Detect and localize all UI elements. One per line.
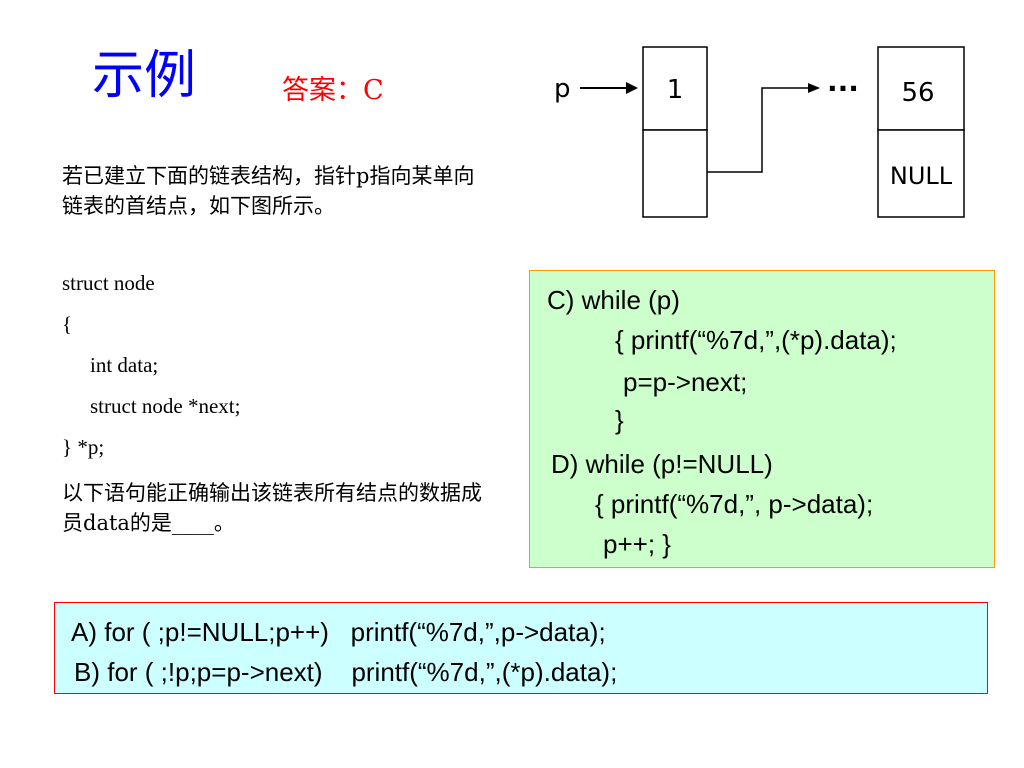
option-c-line1: C) while (p) (547, 285, 680, 315)
linked-list-diagram: p 1 ··· 56 NULL (540, 40, 980, 234)
option-d-line2: { printf(“%7d,”, p->data); (595, 489, 874, 519)
first-node-next-cell (642, 129, 708, 218)
last-node-value: 56 (901, 78, 934, 108)
struct-code: struct node { int data; struct node *nex… (62, 268, 240, 473)
question-paragraph: 以下语句能正确输出该链表所有结点的数据成员data的是____。 (62, 481, 482, 535)
slide-title: 示例 (92, 46, 197, 106)
code-line: struct node (62, 271, 155, 295)
options-c-d-box: C) while (p) { printf(“%7d,”,(*p).data);… (529, 270, 995, 568)
ellipsis: ··· (827, 72, 859, 105)
last-node-null: NULL (890, 162, 953, 190)
pointer-arrowhead (626, 82, 638, 94)
code-line: int data; (90, 353, 159, 377)
option-c-line2: { printf(“%7d,”,(*p).data); (615, 325, 897, 355)
next-link-arrowhead (808, 83, 820, 93)
pointer-label: p (554, 74, 571, 104)
option-c-line3: p=p->next; (623, 367, 748, 397)
last-node-data-cell (877, 46, 965, 131)
last-node-next-cell (877, 129, 965, 218)
answer-label: 答案：C (282, 75, 384, 106)
option-d-line3: p++; } (603, 529, 671, 559)
first-node-value: 1 (667, 75, 684, 105)
option-a-line: A) for ( ;p!=NULL;p++) printf(“%7d,”,p->… (71, 617, 606, 647)
next-link-line (707, 87, 810, 173)
code-line: } *p; (62, 435, 105, 459)
option-d-line1: D) while (p!=NULL) (551, 449, 773, 479)
option-b-line: B) for ( ;!p;p=p->next) printf(“%7d,”,(*… (74, 657, 618, 687)
intro-paragraph: 若已建立下面的链表结构，指针p指向某单向链表的首结点，如下图所示。 (62, 164, 475, 218)
code-line: struct node *next; (90, 394, 241, 418)
option-c-line4: } (615, 405, 624, 435)
code-line: { (62, 312, 73, 336)
options-a-b-box: A) for ( ;p!=NULL;p++) printf(“%7d,”,p->… (54, 602, 988, 694)
